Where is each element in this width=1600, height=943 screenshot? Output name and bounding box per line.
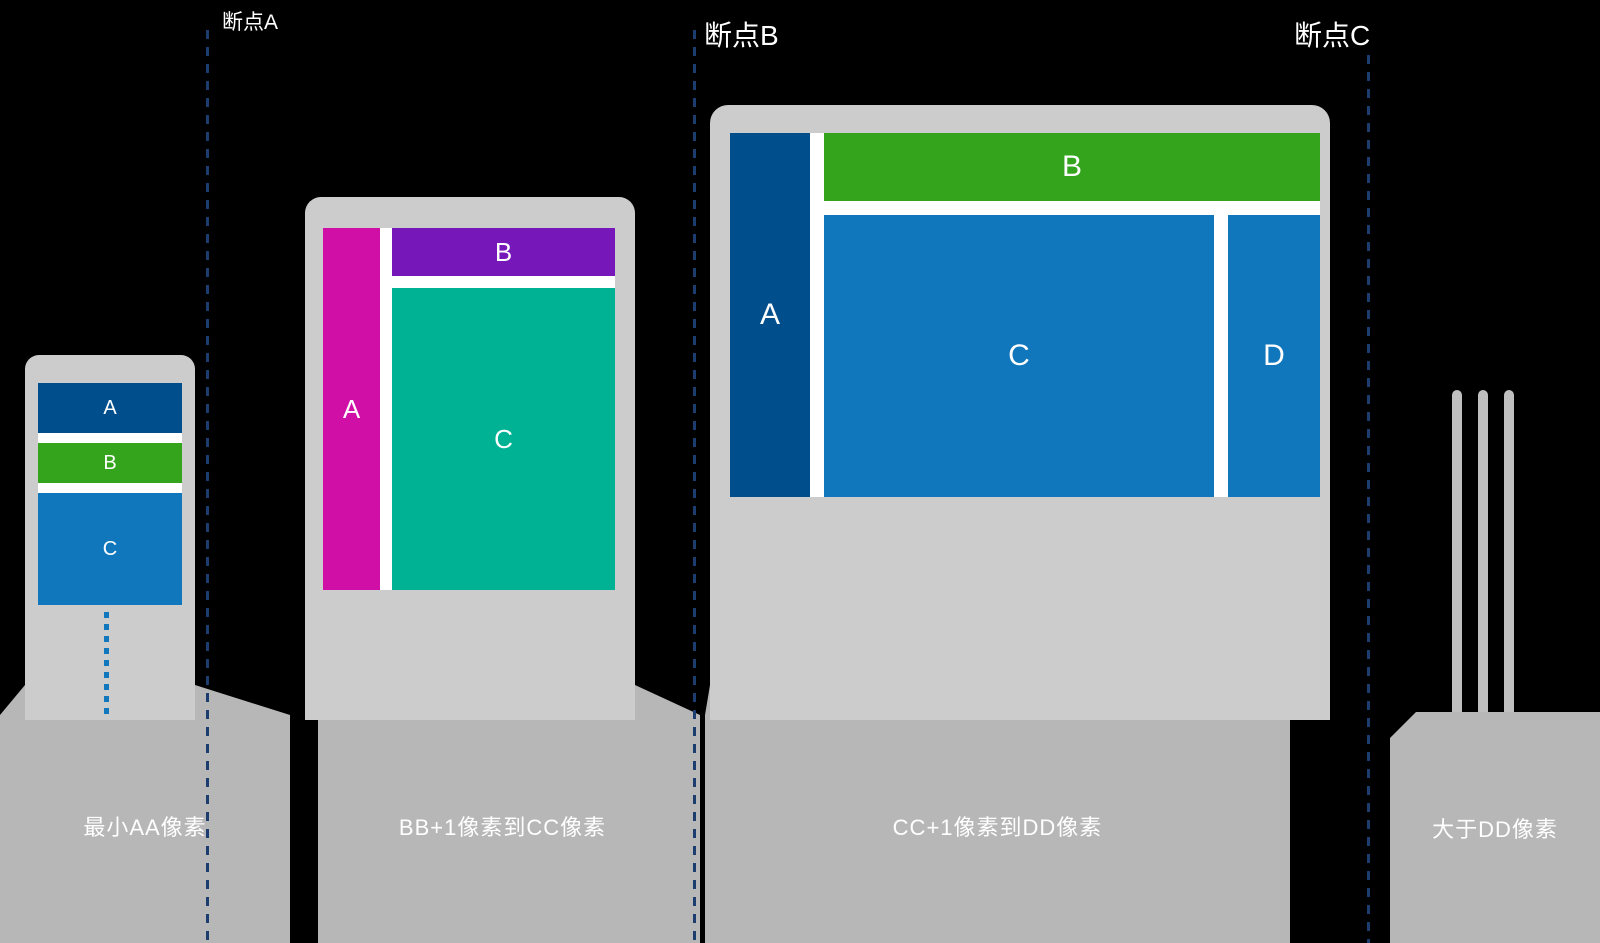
device-medium-layout: A B C	[323, 228, 615, 590]
region-b-label: B	[103, 451, 117, 474]
range-label-larger: 大于DD像素	[1432, 817, 1558, 842]
breakpoint-label-a: 断点A	[222, 11, 279, 34]
breakpoint-label-b: 断点B	[704, 20, 779, 51]
device-large: A B C D	[710, 105, 1330, 720]
region-b: B	[38, 443, 182, 483]
breakpoint-line-c	[1367, 55, 1370, 943]
breakpoint-line-b	[693, 30, 696, 943]
device-medium-right-column: B C	[392, 228, 615, 590]
range-band-smallest: 最小AA像素	[0, 685, 290, 943]
device-large-right-column: B C D	[824, 133, 1320, 497]
continuation-bar	[1504, 390, 1514, 712]
region-b-label: B	[494, 236, 513, 267]
range-label-large: CC+1像素到DD像素	[892, 815, 1103, 840]
region-c-label: C	[494, 423, 513, 454]
device-large-layout: A B C D	[730, 133, 1320, 497]
range-label-smallest: 最小AA像素	[83, 815, 207, 840]
range-band-larger: 大于DD像素	[1390, 712, 1600, 943]
region-c: C	[392, 288, 615, 590]
region-a-label: A	[342, 393, 361, 424]
region-c-label: C	[1008, 339, 1030, 372]
region-a: A	[730, 133, 810, 497]
region-b-label: B	[1061, 150, 1082, 183]
breakpoint-label-c: 断点C	[1294, 20, 1371, 51]
region-c: C	[824, 215, 1214, 497]
region-a: A	[38, 383, 182, 433]
device-small-layout: A B C	[38, 383, 182, 605]
region-a-label: A	[103, 396, 117, 419]
range-band-large: CC+1像素到DD像素	[705, 685, 1330, 943]
region-c-label: C	[102, 537, 118, 560]
region-b: B	[824, 133, 1320, 201]
overflow-indicator	[104, 612, 109, 715]
breakpoint-line-a	[206, 30, 209, 943]
region-a: A	[323, 228, 380, 590]
continuation-bar	[1478, 390, 1488, 712]
range-band-medium: BB+1像素到CC像素	[305, 685, 700, 943]
region-d: D	[1228, 215, 1320, 497]
device-medium: A B C	[305, 197, 635, 720]
range-label-medium: BB+1像素到CC像素	[398, 815, 607, 840]
region-c: C	[38, 493, 182, 605]
region-b: B	[392, 228, 615, 276]
region-d-label: D	[1263, 339, 1285, 372]
continuation-bar	[1452, 390, 1462, 712]
device-small: A B C	[25, 355, 195, 720]
device-large-bottom-row: C D	[824, 215, 1320, 497]
region-a-label: A	[759, 298, 780, 331]
